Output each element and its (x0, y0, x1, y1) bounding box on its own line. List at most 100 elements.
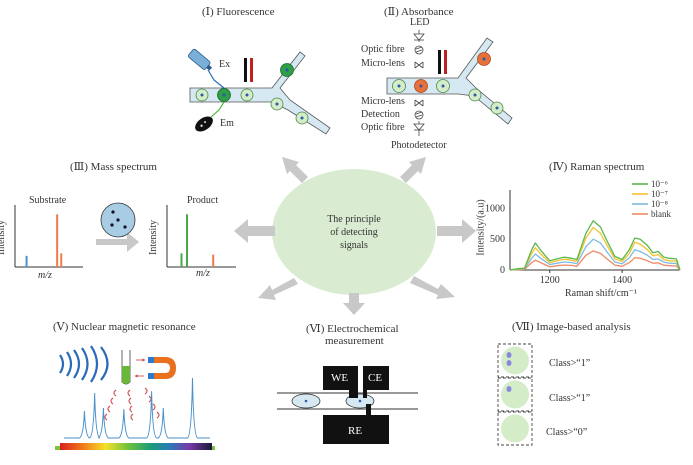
optic-fibre-icon (414, 45, 424, 55)
cell-dot (304, 399, 308, 403)
arrow-down-right (410, 276, 455, 299)
electrochem-diagram (277, 366, 418, 444)
raman-series-line (509, 238, 681, 271)
arrow-left (234, 219, 275, 243)
field-arrows (134, 358, 146, 378)
center-label: The principle of detecting signals (309, 213, 399, 252)
cell-image (501, 346, 529, 375)
legend-label: 10⁻⁸ (651, 199, 668, 209)
cell-dot (285, 68, 289, 72)
detection-fibre-icon (414, 110, 424, 120)
raman-series-line (509, 226, 681, 271)
substrate-ylabel: Intensity (0, 220, 7, 255)
optic-fibre-label: Optic fibre (361, 122, 405, 133)
arrow-right (437, 219, 476, 243)
electrode-red (250, 58, 253, 82)
cell-dot (482, 57, 486, 61)
re-label: RE (348, 425, 363, 437)
image-frame (497, 411, 533, 446)
x-tick-label: 1400 (612, 275, 632, 286)
raman-series-line (509, 220, 681, 271)
cell-dot (245, 93, 249, 97)
legend-label: 10⁻⁶ (651, 179, 668, 189)
detector-icon (195, 116, 213, 132)
led-icon (413, 30, 425, 42)
y-tick-label: 0 (500, 265, 505, 276)
image-frame (497, 343, 533, 378)
radio-waves-icon (59, 345, 109, 383)
nmr-spectrum-line (64, 377, 210, 439)
optic-fibre-label: Optic fibre (361, 44, 405, 55)
arrow-up-left (282, 157, 308, 183)
ce-label: CE (368, 372, 383, 384)
mass-spectrum-diagram (14, 202, 236, 268)
electrochem-subtitle: measurement (325, 335, 384, 347)
y-tick-label: 1000 (485, 203, 505, 214)
image-frame (497, 377, 533, 412)
micro-lens-label: Micro-lens (361, 96, 405, 107)
nmr-diagram (55, 345, 215, 450)
cell-dot (397, 84, 401, 88)
electrode-red (444, 50, 447, 74)
test-tube-icon (121, 350, 131, 385)
legend-label: 10⁻⁷ (651, 189, 668, 199)
cell-image (501, 414, 529, 443)
raman-series (509, 220, 681, 271)
center-line: The principle (327, 214, 381, 225)
image-analysis-diagram (497, 343, 533, 446)
em-label: Em (220, 118, 234, 129)
center-line: signals (340, 240, 368, 251)
center-ellipse (272, 169, 436, 295)
center-line: of detecting (330, 227, 378, 238)
micro-lens-label: Micro-lens (361, 58, 405, 69)
raman-series-line (509, 250, 681, 271)
cell-dot (419, 84, 423, 88)
substrate-xlabel: m/z (38, 270, 52, 281)
led-label: LED (410, 17, 430, 28)
mass-title: (Ⅲ) Mass spectrum (70, 161, 157, 173)
nmr-title: (Ⅴ) Nuclear magnetic resonance (53, 321, 196, 333)
micro-lens-icon (414, 99, 424, 107)
spectrum-color-bar (60, 443, 212, 450)
laser-icon (188, 48, 213, 71)
class-label: Class>“1” (549, 393, 591, 404)
raman-title: (Ⅳ) Raman spectrum (549, 161, 645, 173)
electrode-black (244, 58, 247, 82)
raman-xlabel: Raman shift/cm⁻¹ (565, 288, 637, 299)
absorbance-title: (Ⅱ) Absorbance (384, 6, 454, 18)
photodiode-icon (413, 121, 425, 136)
particle (506, 360, 512, 366)
x-tick-label: 1200 (540, 275, 560, 286)
y-tick-label: 500 (490, 234, 505, 245)
radial-arrows (96, 157, 476, 315)
cell-dot (300, 116, 304, 120)
cell-dot (358, 399, 362, 403)
ex-label: Ex (219, 59, 231, 70)
product-chart (166, 205, 236, 268)
raman-ticks: 1200 1400 0 500 1000 (485, 203, 632, 286)
cell-image (501, 380, 529, 409)
arrow-up-right (400, 157, 426, 183)
substrate-chart (14, 205, 83, 268)
absorbance-diagram (386, 30, 513, 136)
product-xlabel: m/z (196, 268, 210, 279)
electrode-black (438, 50, 441, 74)
arrow-down (343, 293, 365, 315)
cell-dot (275, 102, 279, 106)
droplet-icon (100, 202, 136, 238)
micro-lens-icon (414, 61, 424, 69)
product-title: Product (187, 195, 219, 206)
detection-label: Detection (361, 109, 400, 120)
legend-label: blank (651, 209, 671, 219)
arrow-mass (96, 232, 139, 252)
particle (506, 352, 512, 358)
excitation-beam (207, 69, 225, 89)
we-label: WE (331, 372, 349, 384)
reference-electrode (323, 404, 389, 444)
particle (506, 386, 512, 392)
class-label: Class>“0” (546, 427, 588, 438)
cell-dot (200, 93, 204, 97)
